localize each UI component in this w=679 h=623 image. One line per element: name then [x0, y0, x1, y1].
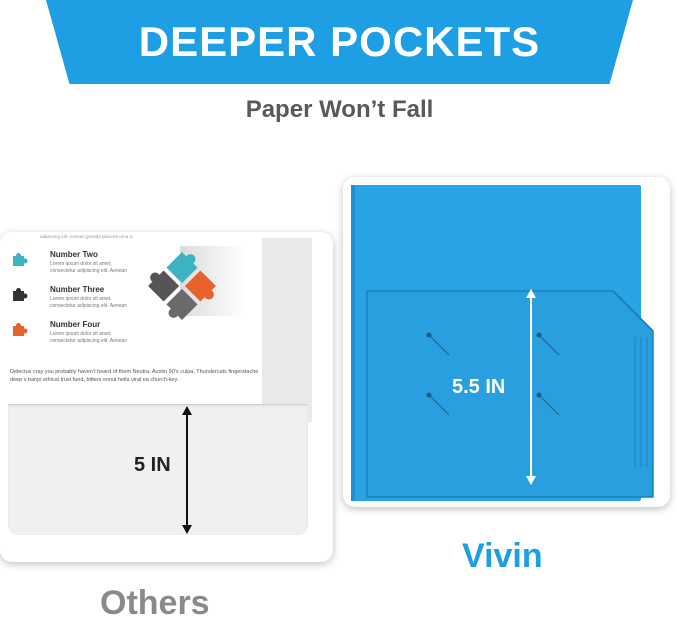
- paper-top-line: adipiscing elit. Aenean gravida placerat…: [40, 234, 134, 239]
- folder-spine: [351, 185, 355, 501]
- double-arrow-icon: [182, 406, 192, 534]
- puzzle-graphic-icon: [148, 246, 245, 320]
- banner-title: DEEPER POCKETS: [138, 18, 541, 65]
- paper-item-title: Number Two: [50, 250, 98, 259]
- puzzle-piece-icon: [13, 288, 28, 301]
- paper-item-title: Number Three: [50, 285, 105, 294]
- vivin-pocket-measurement: 5.5 IN: [452, 376, 506, 398]
- paper-item-line: consectetur adipiscing elit. Aenean: [50, 303, 127, 309]
- others-pocket-measurement: 5 IN: [134, 454, 171, 476]
- header-banner: DEEPER POCKETS: [46, 0, 633, 84]
- puzzle-piece-icon: [13, 253, 28, 266]
- puzzle-piece-icon: [13, 323, 28, 336]
- paper-sheet: adipiscing elit. Aenean gravida placerat…: [0, 232, 262, 422]
- paper-item-line: Lorem ipsum dolor sit amet,: [50, 296, 112, 302]
- paper-shadow-strip: [262, 238, 312, 422]
- paper-item-line: Lorem ipsum dolor sit amet,: [50, 331, 112, 337]
- paper-paragraph: Delectus cray you probably haven’t heard…: [10, 369, 259, 383]
- others-pocket: [8, 404, 308, 535]
- vivin-folder-card: [343, 177, 670, 507]
- paper-item-line: consectetur adipiscing elit. Aenean: [50, 338, 127, 344]
- vivin-pocket: [366, 290, 654, 498]
- paper-item-line: Lorem ipsum dolor sit amet,: [50, 261, 112, 267]
- vivin-label: Vivin: [462, 537, 543, 575]
- others-folder-card: adipiscing elit. Aenean gravida placerat…: [0, 232, 333, 562]
- paper-item-line: consectetur adipiscing elit. Aenean: [50, 268, 127, 274]
- double-arrow-icon: [526, 289, 536, 485]
- others-label: Others: [100, 584, 210, 622]
- paper-item-title: Number Four: [50, 320, 101, 329]
- subtitle: Paper Won’t Fall: [245, 96, 434, 123]
